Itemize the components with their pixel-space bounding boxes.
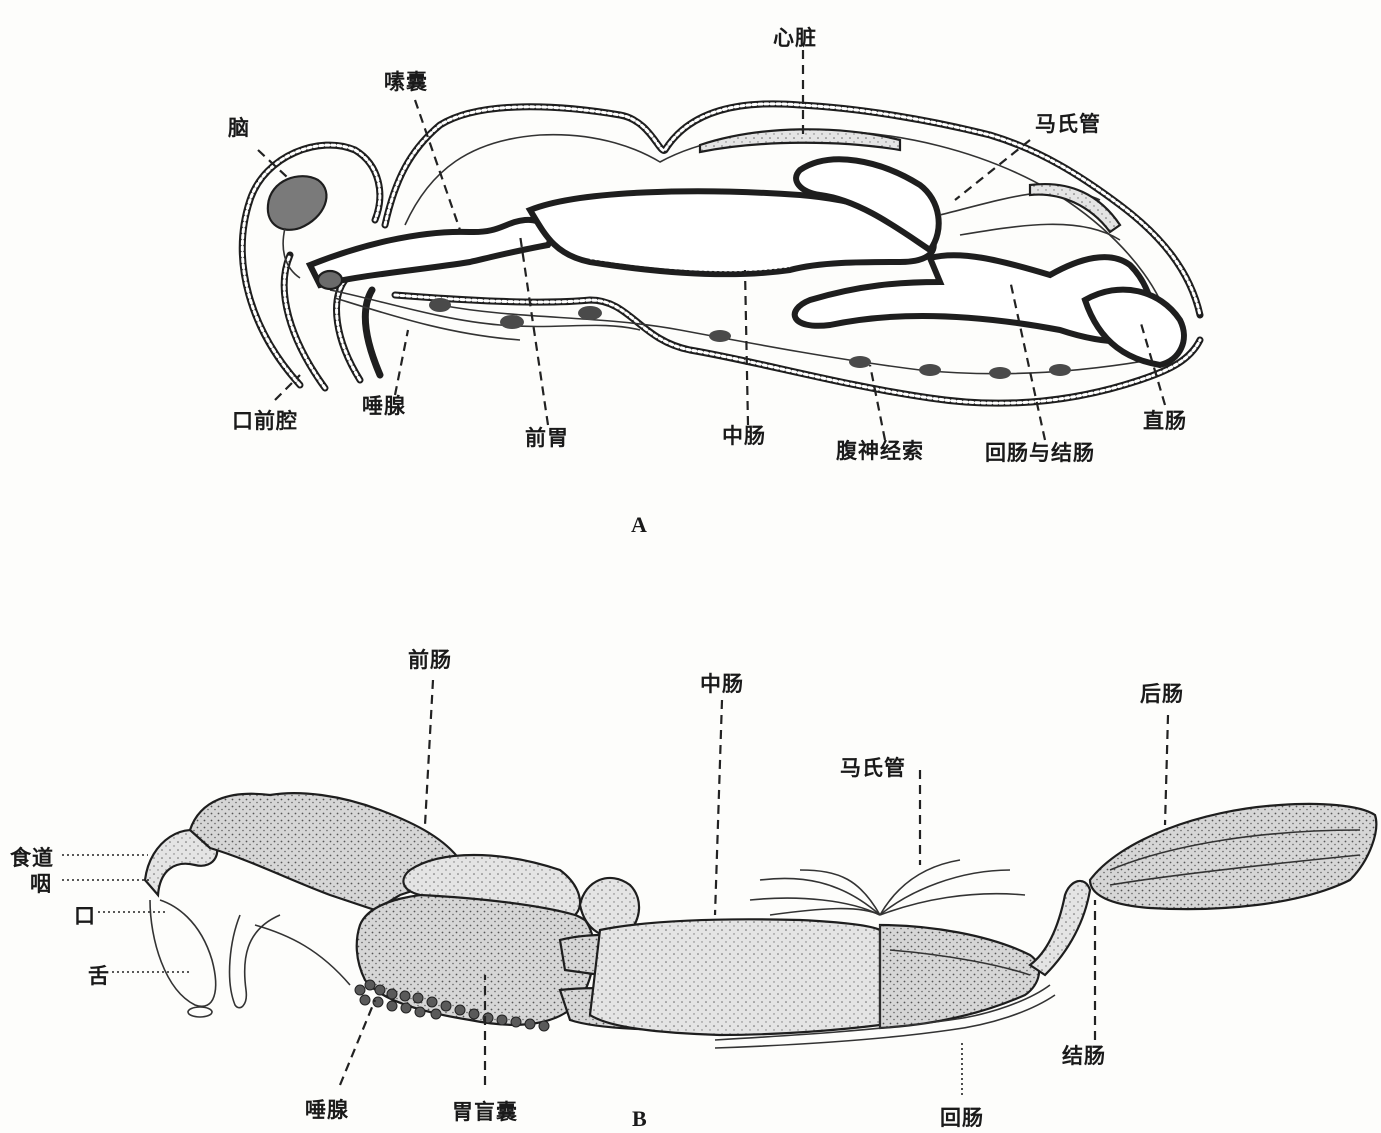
label-b-foregut: 前肠: [408, 644, 452, 674]
panel-label-a: A: [631, 512, 647, 538]
label-a-brain: 脑: [228, 112, 250, 142]
label-b-salivary-gland: 唾腺: [305, 1094, 349, 1124]
label-a-preoral-cavity: 口前腔: [232, 405, 298, 435]
label-a-proventriculus: 前胃: [525, 422, 569, 452]
diagram-b-drawing: [62, 680, 1376, 1095]
label-b-malpighian-tubules: 马氏管: [840, 752, 906, 782]
label-b-gastric-caeca: 胃盲囊: [452, 1096, 518, 1126]
brain-organ: [268, 176, 327, 230]
mouthparts-outline: [150, 900, 216, 1006]
label-b-mouth: 口: [74, 900, 96, 930]
foregut-tube: [310, 220, 550, 285]
rectum-organ: [1085, 290, 1184, 365]
label-a-ventral-nerve-cord: 腹神经索: [836, 435, 924, 465]
label-a-ileum-and-colon: 回肠与结肠: [985, 437, 1095, 467]
rectum-body: [1090, 804, 1376, 909]
label-b-ileum: 回肠: [940, 1102, 984, 1132]
label-a-rectum: 直肠: [1143, 405, 1187, 435]
label-b-pharynx: 咽: [30, 868, 52, 898]
label-b-colon: 结肠: [1062, 1040, 1106, 1070]
label-b-midgut: 中肠: [700, 668, 744, 698]
label-a-heart: 心脏: [773, 22, 817, 52]
colon-tube: [1030, 881, 1090, 975]
label-b-tongue: 舌: [88, 960, 110, 990]
label-a-midgut: 中肠: [722, 420, 766, 450]
malpighian-tubules-b: [750, 860, 1025, 915]
midgut-body: [590, 919, 880, 1035]
panel-label-b: B: [632, 1106, 647, 1132]
label-a-salivary-gland: 唾腺: [362, 390, 406, 420]
label-b-hindgut: 后肠: [1140, 678, 1184, 708]
label-a-malpighian-tubules: 马氏管: [1035, 108, 1101, 138]
label-a-crop: 嗉囊: [384, 66, 428, 96]
